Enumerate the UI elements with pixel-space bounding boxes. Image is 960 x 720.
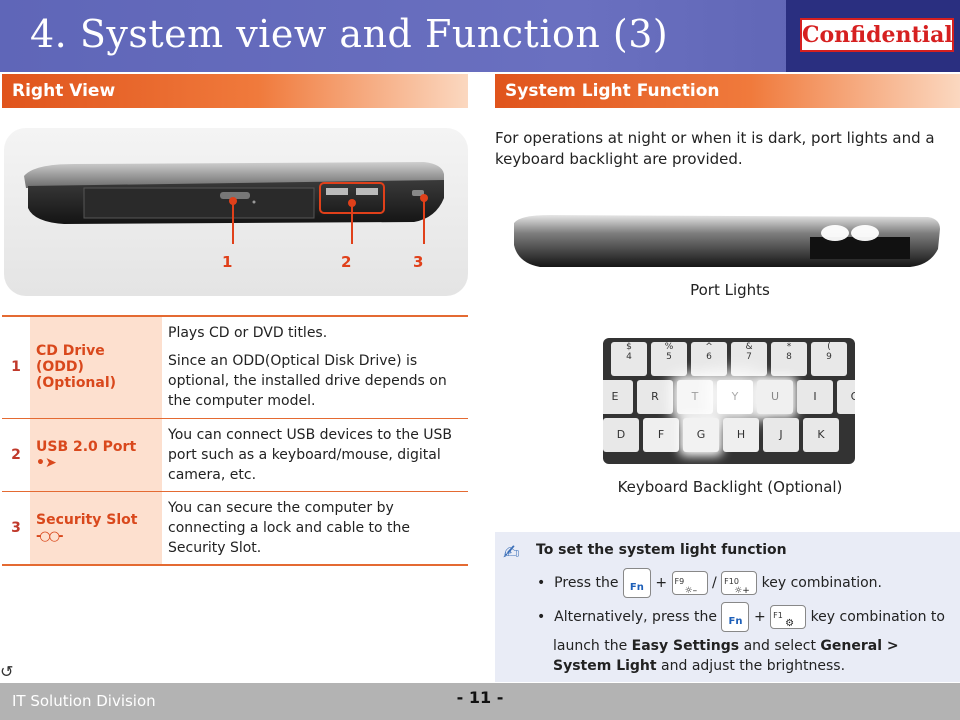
laptop-side-illustration — [24, 162, 444, 244]
table-row: 2 USB 2.0 Port •➤ You can connect USB de… — [2, 418, 468, 492]
f9-key-icon: F9☼– — [671, 571, 708, 596]
component-name-text: USB 2.0 Port — [36, 438, 137, 455]
instruction-bullet-1: • Press the Fn + F9☼– / F10☼+ key combin… — [537, 568, 882, 598]
instruction-bullet-2-continued: launch the Easy Settings and select Gene… — [553, 638, 899, 674]
keyboard-key: F — [643, 418, 679, 452]
confidential-stamp: Confidential — [800, 18, 954, 52]
page-title: 4. System view and Function (3) — [30, 12, 669, 56]
bullet-dot: • — [537, 609, 555, 625]
component-name-text: Security Slot — [36, 511, 138, 528]
usb-icon: •➤ — [36, 454, 57, 471]
keyboard-key: I — [797, 380, 833, 414]
keyboard-key: R — [637, 380, 673, 414]
page-number: - 11 - — [456, 688, 504, 707]
system-light-intro: For operations at night or when it is da… — [495, 129, 935, 168]
bullet-dot: • — [537, 575, 555, 591]
footer-bar: - 11 - IT Solution Division — [0, 683, 960, 720]
keyboard-key: Y — [717, 380, 753, 414]
callout-2: 2 — [341, 253, 352, 271]
component-name: Security Slot -○○- — [30, 491, 162, 565]
callout-1: 1 — [222, 253, 233, 271]
port-lights-image — [514, 215, 940, 267]
component-name: USB 2.0 Port •➤ — [30, 418, 162, 492]
keyboard-key: %5 — [651, 342, 687, 376]
callout-3: 3 — [413, 253, 424, 271]
right-view-spec-table: 1 CD Drive (ODD) (Optional) Plays CD or … — [2, 315, 468, 566]
memo-icon: ✍ — [503, 540, 520, 564]
fn-key-icon: Fn — [721, 602, 750, 632]
component-description: You can connect USB devices to the USB p… — [162, 418, 468, 492]
instruction-box: ✍ To set the system light function • Pre… — [495, 532, 960, 682]
row-number: 2 — [2, 418, 30, 492]
keyboard-key: T — [677, 380, 713, 414]
right-view-heading: Right View — [2, 74, 468, 108]
description-line: Plays CD or DVD titles. — [168, 325, 328, 342]
keyboard-key: O — [837, 380, 855, 414]
system-light-heading: System Light Function — [495, 74, 960, 108]
keyboard-key: *8 — [771, 342, 807, 376]
f1-key-icon: F1⚙ — [770, 605, 807, 629]
keyboard-key: &7 — [731, 342, 767, 376]
f10-key-icon: F10☼+ — [721, 571, 758, 596]
keyboard-key: (9 — [811, 342, 847, 376]
keyboard-key: J — [763, 418, 799, 452]
table-row: 3 Security Slot -○○- You can secure the … — [2, 491, 468, 565]
return-arrow-icon[interactable]: ↺ — [0, 662, 14, 681]
keyboard-key: U — [757, 380, 793, 414]
laptop-right-view-image — [4, 128, 468, 296]
keyboard-key: E — [603, 380, 633, 414]
component-description: Plays CD or DVD titles. Since an ODD(Opt… — [162, 316, 468, 419]
keyboard-key: ^6 — [691, 342, 727, 376]
keyboard-key: D — [603, 418, 639, 452]
table-row: 1 CD Drive (ODD) (Optional) Plays CD or … — [2, 316, 468, 419]
keyboard-key: G — [683, 418, 719, 452]
keyboard-key: H — [723, 418, 759, 452]
fn-key-icon: Fn — [622, 568, 651, 598]
division-name: IT Solution Division — [12, 692, 156, 710]
component-name: CD Drive (ODD) (Optional) — [30, 316, 162, 419]
keyboard-backlight-caption: Keyboard Backlight (Optional) — [617, 478, 843, 496]
row-number: 3 — [2, 491, 30, 565]
lock-slot-icon: -○○- — [36, 528, 64, 544]
instruction-title: To set the system light function — [536, 542, 787, 558]
keyboard-backlight-image: $4 %5 ^6 &7 *8 (9 E R T Y U I O D F G H … — [603, 338, 855, 464]
description-line: Since an ODD(Optical Disk Drive) is opti… — [168, 353, 447, 410]
keyboard-key: K — [803, 418, 839, 452]
instruction-bullet-2: • Alternatively, press the Fn + F1⚙ key … — [537, 602, 945, 632]
port-lights-caption: Port Lights — [690, 281, 770, 299]
component-description: You can secure the computer by connectin… — [162, 491, 468, 565]
keyboard-key: $4 — [611, 342, 647, 376]
row-number: 1 — [2, 316, 30, 419]
